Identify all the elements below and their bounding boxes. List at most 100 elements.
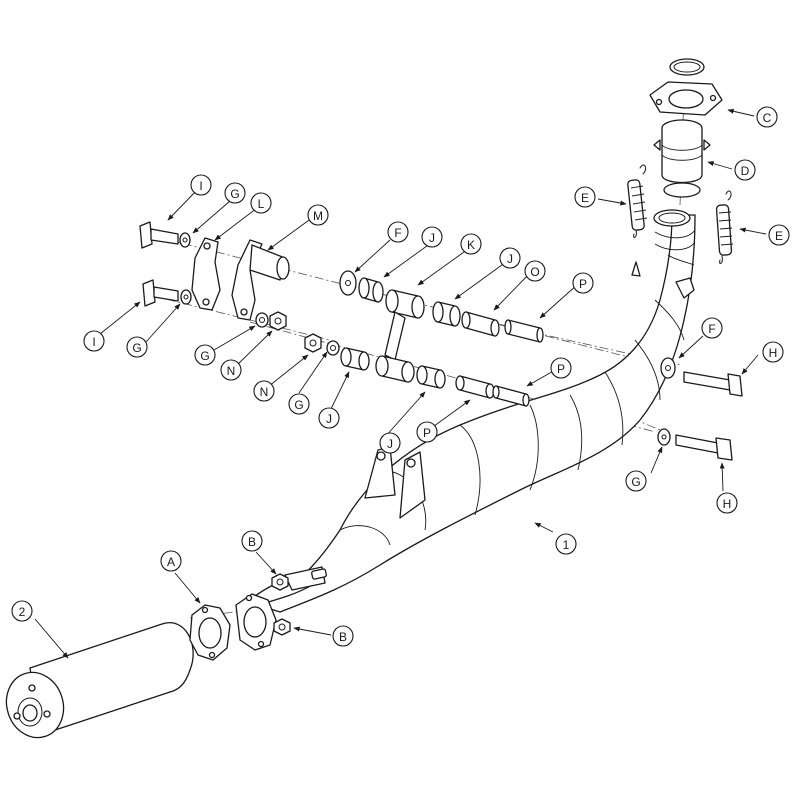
callout-n-1: N bbox=[220, 359, 242, 381]
svg-text:F: F bbox=[708, 322, 715, 336]
svg-text:I: I bbox=[92, 335, 95, 349]
spring-right bbox=[715, 190, 734, 264]
svg-text:L: L bbox=[258, 197, 265, 211]
nut-washer-left bbox=[255, 311, 287, 331]
outlet-flange bbox=[235, 593, 277, 651]
washer-g-top bbox=[179, 232, 191, 248]
svg-text:E: E bbox=[775, 229, 783, 243]
callout-b-upper: B bbox=[241, 530, 263, 552]
sleeve-p-lower-1 bbox=[455, 375, 495, 399]
svg-text:G: G bbox=[631, 475, 640, 489]
svg-text:H: H bbox=[723, 497, 732, 511]
svg-text:P: P bbox=[423, 426, 431, 440]
callout-f-right: F bbox=[701, 317, 723, 339]
callout-f-upper: F bbox=[387, 221, 409, 243]
svg-text:M: M bbox=[313, 209, 323, 223]
callout-e-left: E bbox=[574, 186, 596, 208]
svg-text:O: O bbox=[530, 265, 539, 279]
washer-f-right bbox=[660, 357, 676, 379]
washer-f-upper bbox=[339, 270, 357, 296]
svg-text:C: C bbox=[763, 111, 772, 125]
svg-text:G: G bbox=[132, 341, 141, 355]
svg-text:D: D bbox=[741, 164, 750, 178]
callout-d: D bbox=[734, 159, 756, 181]
svg-text:F: F bbox=[394, 226, 401, 240]
bushing-j-lower-1 bbox=[340, 347, 370, 371]
callout-p-3: P bbox=[550, 357, 572, 379]
callouts: 1 2 A B B C D E E F F G G G G G H H I I … bbox=[11, 106, 790, 647]
svg-text:1: 1 bbox=[563, 538, 570, 552]
bushing-j-upper-1 bbox=[358, 277, 384, 303]
svg-text:N: N bbox=[227, 364, 236, 378]
bolt-i-top bbox=[139, 221, 179, 249]
nut-washer-mid bbox=[304, 333, 340, 356]
callout-1: 1 bbox=[555, 533, 577, 555]
svg-text:K: K bbox=[467, 238, 475, 252]
callout-i-left: I bbox=[83, 330, 105, 352]
callout-p-2: P bbox=[416, 421, 438, 443]
callout-e-right: E bbox=[768, 224, 790, 246]
svg-text:H: H bbox=[769, 346, 778, 360]
svg-text:J: J bbox=[507, 252, 513, 266]
bushing-j-upper-2 bbox=[432, 301, 461, 327]
svg-text:P: P bbox=[557, 362, 565, 376]
o-ring bbox=[669, 58, 705, 76]
callout-2: 2 bbox=[11, 600, 33, 622]
callout-l: L bbox=[250, 192, 272, 214]
washer-g-right bbox=[657, 428, 671, 446]
svg-text:B: B bbox=[248, 535, 256, 549]
callout-i-top: I bbox=[190, 174, 212, 196]
callout-o: O bbox=[524, 260, 546, 282]
manifold-d bbox=[653, 119, 711, 198]
callout-g-top: G bbox=[224, 182, 246, 204]
bushing-j-lower-2 bbox=[416, 365, 446, 389]
callout-g-lower: G bbox=[288, 393, 310, 415]
callout-g-right: G bbox=[625, 470, 647, 492]
spring-left bbox=[627, 164, 648, 238]
svg-text:E: E bbox=[581, 191, 589, 205]
callout-h-upper: H bbox=[762, 341, 784, 363]
silencer bbox=[5, 622, 194, 739]
svg-text:G: G bbox=[200, 349, 209, 363]
spacer-m bbox=[231, 239, 290, 321]
washer-g-lower bbox=[180, 289, 192, 305]
svg-text:J: J bbox=[326, 412, 332, 426]
bolt-h-lower bbox=[675, 434, 733, 461]
link-k bbox=[375, 289, 425, 383]
sleeve-p-lower-2 bbox=[492, 385, 530, 407]
exhaust-pipe bbox=[249, 209, 696, 613]
callout-g-left: G bbox=[126, 336, 148, 358]
gasket-a bbox=[189, 604, 231, 661]
callout-j-4: J bbox=[499, 247, 521, 269]
callout-n-2: N bbox=[253, 380, 275, 402]
svg-text:B: B bbox=[339, 630, 347, 644]
nuts-b bbox=[271, 573, 291, 636]
bracket-l bbox=[191, 237, 221, 311]
svg-text:N: N bbox=[260, 385, 269, 399]
leader-lines bbox=[34, 108, 767, 659]
svg-text:I: I bbox=[199, 179, 202, 193]
sleeve-o bbox=[461, 311, 500, 337]
svg-text:G: G bbox=[230, 187, 239, 201]
svg-text:J: J bbox=[387, 437, 393, 451]
sleeve-p-upper bbox=[504, 319, 544, 343]
callout-p-1: P bbox=[572, 272, 594, 294]
callout-b-lower: B bbox=[332, 625, 354, 647]
flange-gasket-c bbox=[649, 81, 723, 116]
callout-j-1: J bbox=[421, 226, 443, 248]
callout-k: K bbox=[460, 233, 482, 255]
bolt-h-upper bbox=[683, 371, 743, 397]
svg-text:A: A bbox=[167, 555, 175, 569]
callout-m: M bbox=[307, 204, 329, 226]
callout-a: A bbox=[160, 550, 182, 572]
svg-text:J: J bbox=[429, 231, 435, 245]
callout-g-mid: G bbox=[194, 344, 216, 366]
svg-text:2: 2 bbox=[19, 605, 26, 619]
callout-j-3: J bbox=[379, 432, 401, 454]
callout-c: C bbox=[756, 106, 778, 128]
svg-text:P: P bbox=[579, 277, 587, 291]
callout-j-2: J bbox=[318, 407, 340, 429]
bolt-i-lower bbox=[142, 279, 179, 307]
